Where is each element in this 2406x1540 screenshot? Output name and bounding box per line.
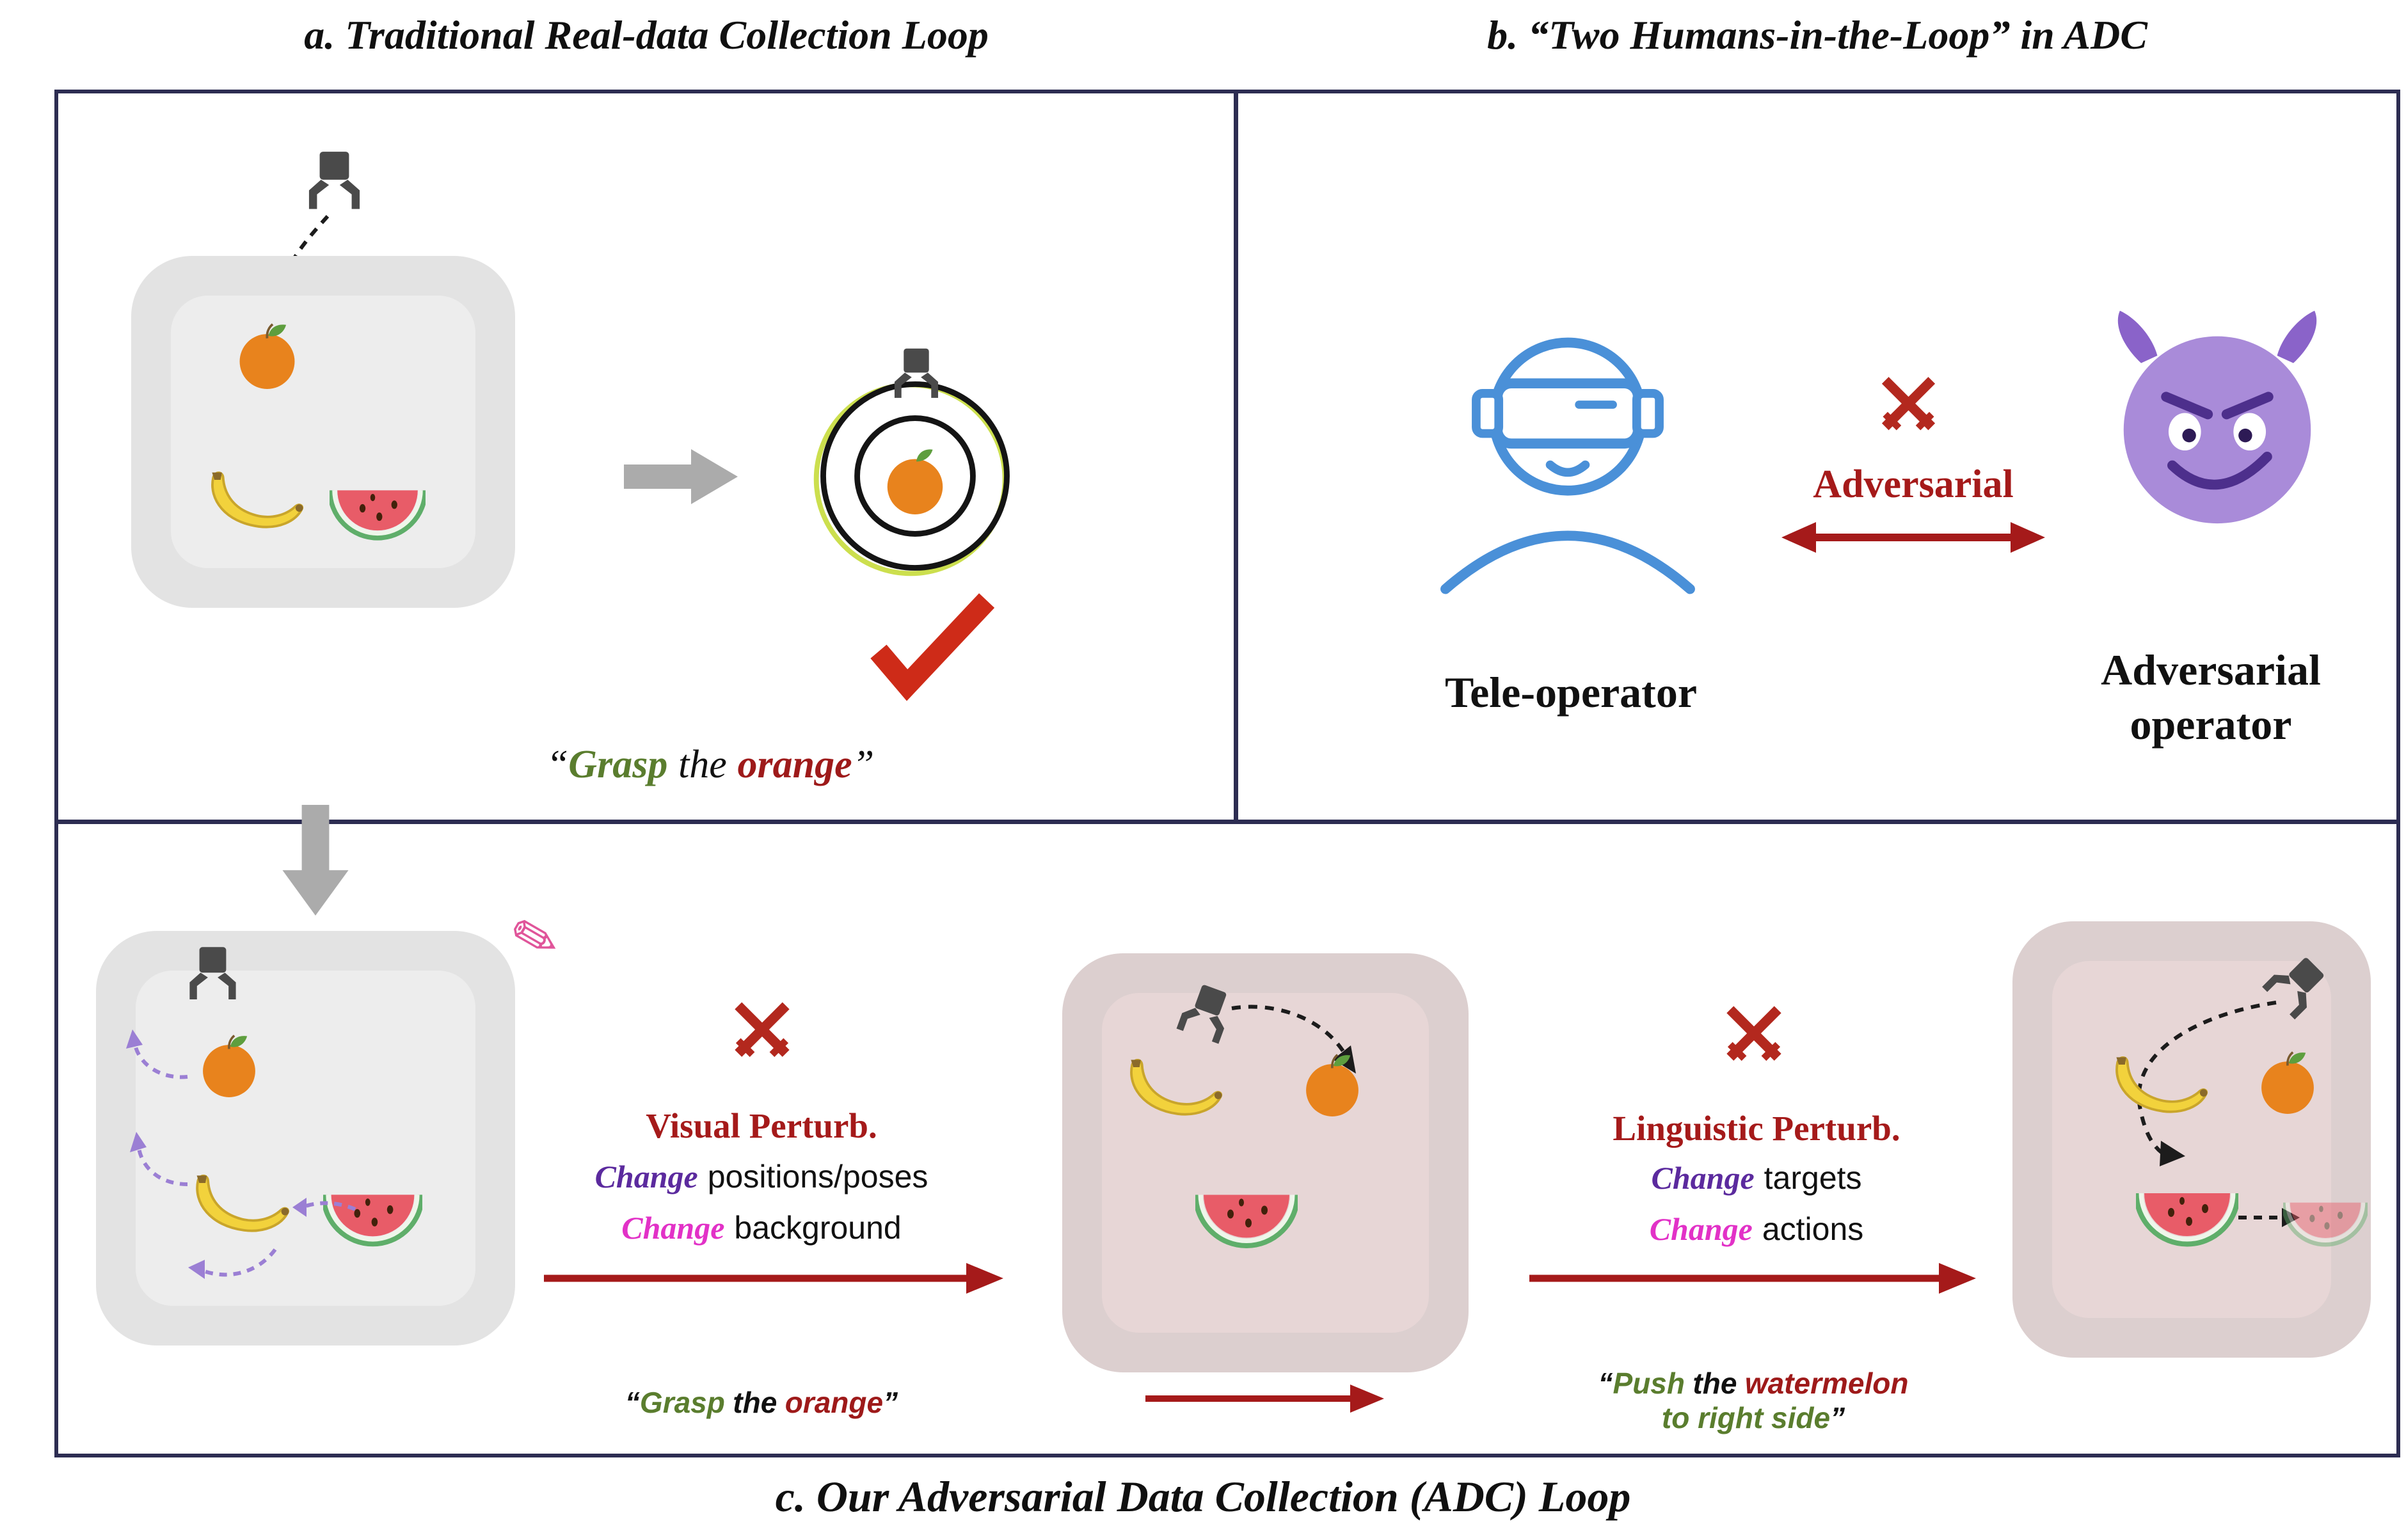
- vertical-divider: [1234, 90, 1238, 823]
- keyword-change: Change: [594, 1159, 698, 1195]
- line-text: background: [734, 1210, 902, 1246]
- gray-arrow-down-icon: [282, 805, 349, 916]
- watermelon-icon: [1195, 1176, 1298, 1251]
- devil-icon: [2117, 310, 2317, 524]
- gripper-icon: [182, 946, 243, 1004]
- quote-close: ”: [883, 1386, 898, 1419]
- quote-close: ”: [852, 743, 875, 786]
- gray-arrow-right-icon: [624, 449, 738, 504]
- word-orange: orange: [785, 1386, 884, 1419]
- banana-icon: [202, 464, 310, 541]
- quote-close: ”: [1830, 1401, 1845, 1434]
- quote-open: “: [1598, 1367, 1613, 1400]
- word-the: the: [678, 743, 727, 786]
- tray-a-surface: [171, 296, 475, 568]
- keyword-change: Change: [621, 1210, 725, 1246]
- visual-perturb-heading: Visual Perturb.: [646, 1106, 877, 1145]
- banana-icon: [187, 1166, 296, 1246]
- watermelon-icon: [330, 473, 426, 543]
- phrase-to-right-side: to right side: [1661, 1401, 1831, 1434]
- linguistic-perturb-heading: Linguistic Perturb.: [1613, 1109, 1900, 1148]
- red-arrow-icon: [1145, 1385, 1384, 1413]
- panel-b-title: b. “Two Humans-in-the-Loop” in ADC: [1487, 12, 2147, 58]
- tray-c-visual: [1062, 953, 1469, 1372]
- adversarial-label: Adversarial: [1813, 463, 2014, 506]
- line-text: targets: [1764, 1160, 1862, 1196]
- word-the: the: [1693, 1367, 1737, 1400]
- banana-icon: [1121, 1051, 1229, 1129]
- adversarial-operator-line2: operator: [2130, 700, 2292, 749]
- panel-c-title: c. Our Adversarial Data Collection (ADC)…: [775, 1472, 1631, 1521]
- watermelon-icon: [2136, 1172, 2238, 1252]
- tray-a: [131, 256, 515, 608]
- main-frame-border: [54, 90, 2400, 1457]
- keyword-change: Change: [1649, 1211, 1753, 1247]
- tray-c-original-surface: [136, 971, 475, 1306]
- quote-open: “: [625, 1386, 640, 1419]
- word-orange: orange: [737, 743, 852, 786]
- word-push: Push: [1613, 1367, 1685, 1400]
- push-caption-line2: to right side”: [1549, 1401, 1958, 1435]
- word-the: the: [733, 1386, 777, 1419]
- adversarial-operator-label: Adversarial operator: [2028, 643, 2393, 752]
- red-arrow-icon: [1529, 1263, 1976, 1294]
- crossed-swords-icon: [1872, 368, 1945, 441]
- tray-c-linguistic-surface: [2052, 961, 2331, 1318]
- crossed-swords-icon: [1716, 997, 1792, 1072]
- quote-open: “: [546, 743, 569, 786]
- word-grasp: Grasp: [568, 743, 668, 786]
- double-arrow-icon: [1781, 522, 2045, 553]
- orange-icon: [1300, 1051, 1364, 1118]
- word-grasp: Grasp: [639, 1386, 725, 1419]
- watermelon-ghost-icon: [2283, 1185, 2368, 1251]
- orange-icon: [2256, 1048, 2320, 1115]
- purple-dashed-arrow-icon: [292, 1198, 356, 1217]
- purple-dashed-arrow-icon: [188, 1248, 277, 1279]
- orange-icon: [197, 1031, 261, 1099]
- line-text: positions/poses: [707, 1159, 928, 1195]
- keyword-change: Change: [1651, 1160, 1755, 1196]
- tray-c-visual-surface: [1102, 993, 1429, 1333]
- line-text: actions: [1762, 1211, 1864, 1247]
- target-rings-icon: [813, 381, 1010, 576]
- horizontal-divider: [54, 820, 2400, 824]
- purple-dashed-arrow-icon: [126, 1029, 188, 1079]
- tray-c-original: [96, 931, 515, 1346]
- crossed-swords-icon: [724, 993, 800, 1068]
- banana-icon: [2107, 1048, 2214, 1126]
- vr-teleoperator-icon: [1440, 337, 1695, 594]
- tele-operator-label: Tele-operator: [1444, 668, 1698, 717]
- adversarial-operator-line1: Adversarial: [2101, 646, 2321, 694]
- gripper-icon: [301, 150, 368, 214]
- purple-dashed-arrow-icon: [130, 1132, 188, 1186]
- word-watermelon: watermelon: [1744, 1367, 1909, 1400]
- dashed-arrow-icon: [2137, 1001, 2277, 1166]
- red-arrow-icon: [544, 1263, 1003, 1294]
- tray-c-linguistic: [2012, 921, 2371, 1358]
- orange-icon: [234, 320, 301, 390]
- checkmark-icon: [870, 593, 995, 701]
- panel-a-title: a. Traditional Real-data Collection Loop: [304, 12, 989, 58]
- gripper-icon: [888, 347, 945, 402]
